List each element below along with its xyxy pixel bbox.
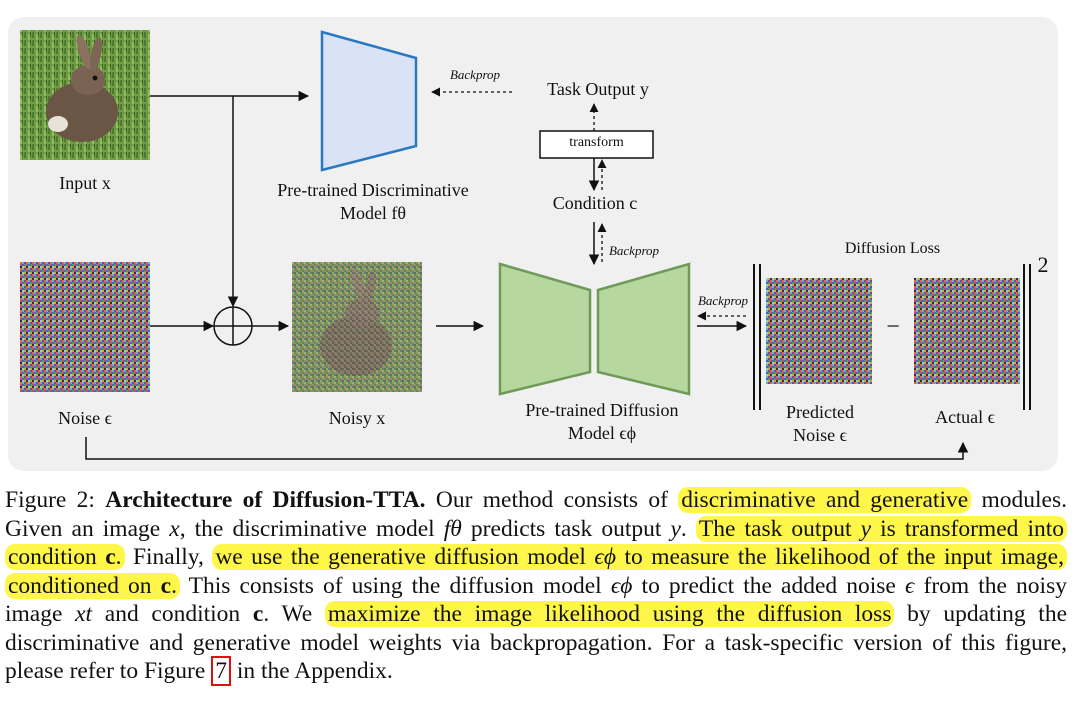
caption-math: xt	[75, 601, 93, 627]
predicted-noise-label-line1: Predicted	[786, 402, 854, 422]
diff-model-label-line2: Model ϵϕ	[567, 423, 637, 443]
condition-label: Condition c	[552, 193, 638, 213]
caption-text: modules. Given an image	[5, 487, 1067, 542]
caption-text: , the discriminative model	[179, 515, 444, 542]
caption-text: and condition	[92, 601, 253, 627]
caption-text: to predict the added noise	[632, 572, 905, 599]
caption-math: fθ	[443, 515, 462, 542]
diffusion-encoder-shape	[498, 262, 592, 396]
highlight-loss: maximize the image likelihood using the …	[324, 601, 895, 627]
figure-panel: Input x Noise ϵ Noisy x Pre-trained Disc…	[8, 17, 1058, 471]
actual-noise-label: Actual ϵ	[935, 407, 995, 427]
figure-7-reference-link[interactable]: 7	[211, 656, 231, 686]
noise-label: Noise ϵ	[58, 408, 112, 428]
diffusion-decoder-shape	[596, 262, 691, 396]
noise-image	[20, 262, 150, 392]
caption-math: ϵ	[904, 572, 915, 599]
caption-math: ϵϕ	[610, 572, 633, 599]
caption-title: Architecture of Diffusion-TTA.	[105, 487, 426, 513]
caption-text: Our method consists of	[425, 487, 679, 513]
caption-text: by updating the discriminative and gener…	[5, 601, 1067, 684]
input-image	[20, 30, 150, 160]
minus-sign: −	[886, 314, 900, 340]
caption-text: .	[680, 515, 696, 542]
disc-model-label-line2: Model fθ	[339, 203, 407, 223]
figure-caption: Figure 2: Architecture of Diffusion-TTA.…	[5, 486, 1068, 686]
noisy-label: Noisy x	[328, 408, 386, 428]
norm-exponent: 2	[1037, 252, 1049, 277]
disc-model-label-line1: Pre-trained Discriminative	[277, 180, 469, 200]
transform-box	[539, 130, 654, 159]
sum-node	[213, 306, 253, 346]
caption-text: This consists of using the diffusion mod…	[179, 572, 611, 599]
caption-text: in the Appendix.	[230, 658, 393, 684]
caption-math: x	[169, 515, 180, 542]
backprop-label-condition: Backprop	[608, 243, 660, 258]
diff-model-label-line1: Pre-trained Diffusion	[525, 400, 679, 420]
caption-text: from the noisy image	[5, 572, 1067, 628]
caption-text: predicts task output	[461, 515, 671, 542]
caption-text: Finally,	[124, 544, 213, 570]
arrow-noise-to-actual	[85, 437, 969, 460]
task-output-label: Task Output y	[547, 79, 649, 99]
actual-noise-image	[914, 278, 1020, 384]
predicted-noise-label-line2: Noise ϵ	[793, 425, 847, 445]
transform-label: transform	[569, 135, 624, 150]
figure-diagram	[8, 17, 1058, 471]
caption-text: . We	[263, 601, 325, 627]
discriminative-model-shape	[320, 30, 418, 172]
backprop-label-disc: Backprop	[449, 67, 501, 82]
noisy-image	[292, 262, 422, 392]
predicted-noise-image	[766, 278, 872, 384]
caption-math: y	[670, 515, 681, 542]
caption-figure-number: Figure 2:	[5, 487, 106, 513]
caption-bold: c	[252, 601, 264, 627]
diffusion-loss-label: Diffusion Loss	[844, 240, 941, 257]
input-label: Input x	[59, 173, 111, 193]
highlight-modules: discriminative and generative	[678, 487, 972, 513]
backprop-label-diffusion: Backprop	[697, 293, 749, 308]
